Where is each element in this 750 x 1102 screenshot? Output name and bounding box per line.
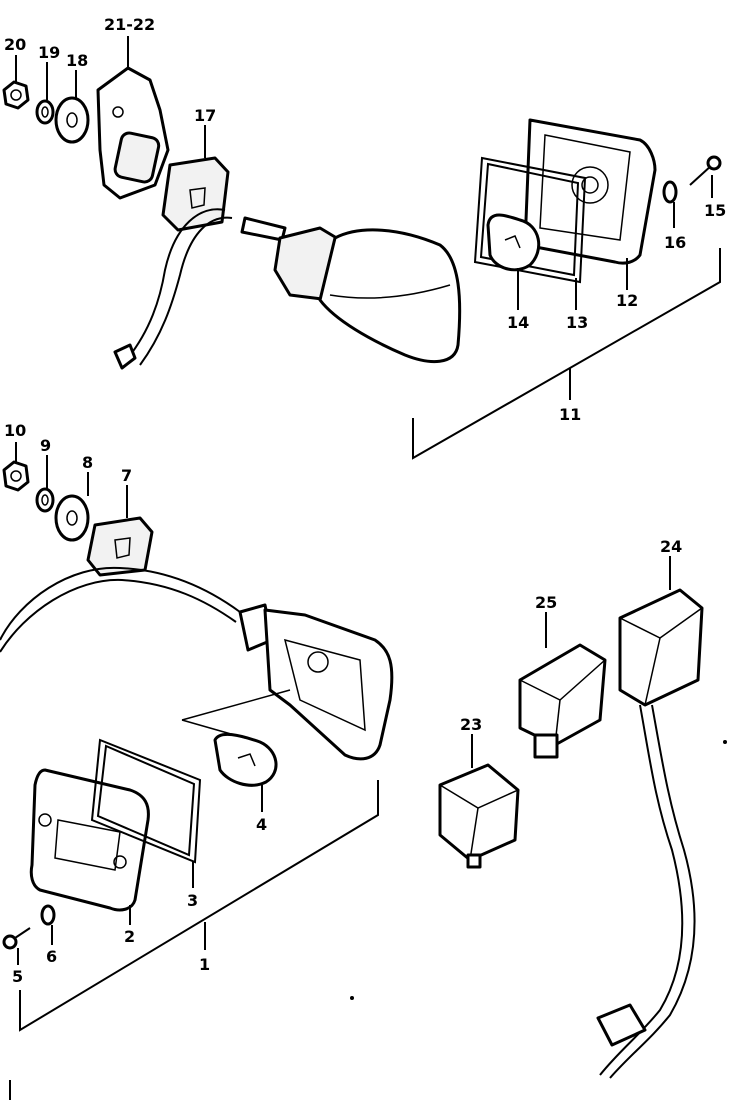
- label-7: 7: [121, 466, 132, 485]
- speck: [350, 996, 354, 1000]
- lock-washer-part-19: [35, 99, 55, 125]
- label-5: 5: [12, 967, 23, 986]
- label-21-22: 21-22: [104, 15, 155, 34]
- label-2: 2: [124, 927, 135, 946]
- relay-part-23: [438, 763, 520, 869]
- label-14: 14: [507, 313, 529, 332]
- label-16: 16: [664, 233, 686, 252]
- washer-part-8: [54, 494, 90, 542]
- washer-part-16: [662, 180, 678, 204]
- screw-part-15: [689, 155, 722, 186]
- lens-part-12: [523, 118, 657, 265]
- label-19: 19: [38, 43, 60, 62]
- screw-part-5: [2, 927, 31, 950]
- label-20: 20: [4, 35, 26, 54]
- gasket-part-13: [473, 156, 587, 284]
- label-1: 1: [199, 955, 210, 974]
- relay-part-25: [518, 643, 607, 759]
- label-24: 24: [660, 537, 682, 556]
- label-4: 4: [256, 815, 267, 834]
- lens-part-2: [29, 768, 150, 912]
- washer-part-6: [40, 904, 56, 926]
- label-25: 25: [535, 593, 557, 612]
- label-3: 3: [187, 891, 198, 910]
- label-11: 11: [559, 405, 581, 424]
- grommet-part-7: [86, 516, 154, 577]
- label-23: 23: [460, 715, 482, 734]
- grommet-part-17: [161, 156, 230, 232]
- harness-part-24: [596, 588, 704, 1079]
- bulb-part-4: [181, 689, 291, 787]
- label-17: 17: [194, 106, 216, 125]
- lock-washer-part-9: [35, 487, 55, 513]
- label-8: 8: [82, 453, 93, 472]
- nut-part-10: [2, 460, 30, 492]
- bulb-part-14: [486, 213, 541, 272]
- label-13: 13: [566, 313, 588, 332]
- lower-signal-lamp-body: [0, 566, 394, 761]
- label-6: 6: [46, 947, 57, 966]
- nut-part-20: [2, 80, 30, 110]
- label-9: 9: [40, 436, 51, 455]
- callout-labels: 20 19 18 21-22 17 15 16 12 13 14 11 10 9…: [4, 15, 726, 986]
- label-18: 18: [66, 51, 88, 70]
- label-15: 15: [704, 201, 726, 220]
- washer-part-18: [54, 96, 90, 144]
- label-10: 10: [4, 421, 26, 440]
- gasket-part-3: [90, 738, 202, 864]
- leader-lines: [15, 36, 721, 1032]
- bracket-part-21-22: [96, 66, 170, 200]
- speck: [723, 740, 727, 744]
- upper-signal-lamp-body: [113, 208, 462, 370]
- label-12: 12: [616, 291, 638, 310]
